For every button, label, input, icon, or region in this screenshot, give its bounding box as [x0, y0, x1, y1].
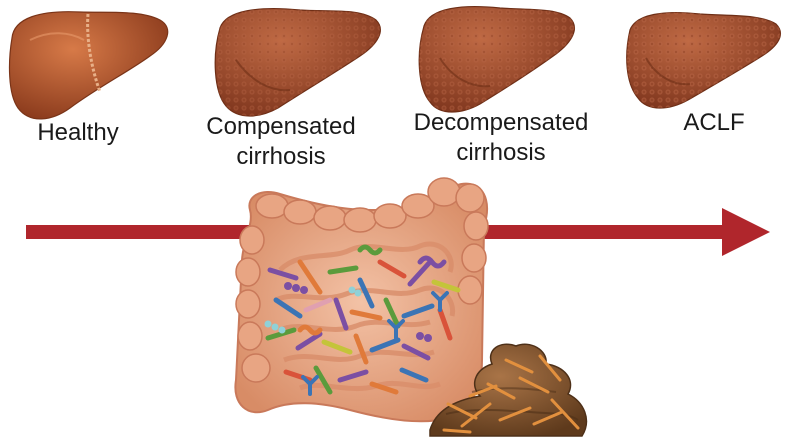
- stage-label-compensated-cirrhosis: Compensated cirrhosis: [186, 112, 376, 172]
- stage-label-aclf: ACLF: [664, 108, 764, 138]
- stage-label-decompensated-cirrhosis: Decompensated cirrhosis: [394, 108, 608, 168]
- compensated-cirrhosis-liver-icon: [215, 9, 380, 116]
- healthy-liver-icon: [10, 12, 168, 119]
- intestine-microbiota-icon: [235, 178, 488, 421]
- stage-label-healthy: Healthy: [18, 118, 138, 148]
- decompensated-cirrhosis-liver-icon: [419, 7, 574, 112]
- aclf-liver-icon: [627, 13, 781, 108]
